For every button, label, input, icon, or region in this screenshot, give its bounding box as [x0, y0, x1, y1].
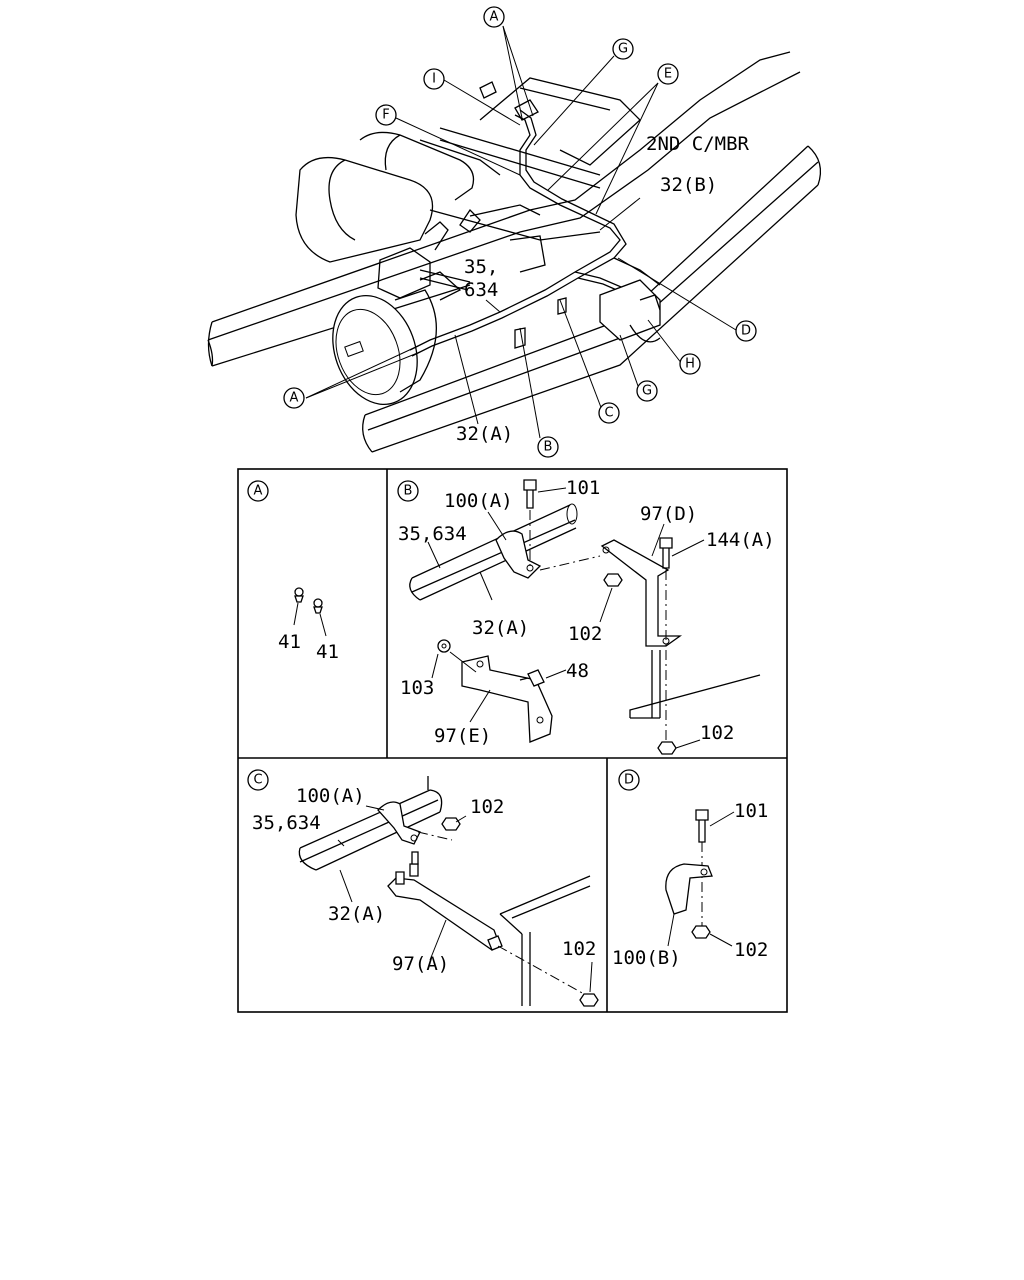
callout-d: D — [735, 320, 757, 342]
detail-c-tag: C — [253, 773, 262, 788]
callout-d-text: D — [741, 324, 751, 339]
label-hose-35: 35, — [464, 256, 498, 278]
callout-e-text: E — [664, 67, 672, 82]
label-nut-102-d: 102 — [734, 939, 768, 961]
brake-chamber — [332, 289, 438, 406]
callout-g-top: G — [612, 38, 634, 60]
label-bolt-101-d: 101 — [734, 800, 768, 822]
callout-i-text: I — [432, 72, 436, 87]
label-hose-35-634-c: 35,634 — [252, 812, 321, 834]
label-bracket-97d: 97(D) — [640, 503, 697, 525]
callout-f-text: F — [382, 108, 389, 123]
detail-d-tag: D — [624, 773, 634, 788]
label-41-right: 41 — [316, 641, 339, 663]
label-clamp-100a-c: 100(A) — [296, 785, 365, 807]
detail-a: A 41 41 — [247, 480, 339, 663]
callout-f: F — [375, 104, 397, 126]
label-nut-102-bottom: 102 — [700, 722, 734, 744]
callout-e: E — [657, 63, 679, 85]
callout-b: B — [537, 436, 559, 458]
callout-g-bottom: G — [636, 380, 658, 402]
label-bolt-144a: 144(A) — [706, 529, 775, 551]
callout-g-top-text: G — [618, 42, 628, 57]
label-washer-103: 103 — [400, 677, 434, 699]
label-hose-634: 634 — [464, 279, 498, 301]
label-2nd-cross-member: 2ND C/MBR — [646, 133, 750, 155]
label-41-left: 41 — [278, 631, 301, 653]
callout-c-text: C — [604, 406, 613, 421]
callout-c: C — [598, 402, 620, 424]
detail-d: D 101 100(B) 102 — [612, 769, 768, 969]
label-pipe-32b: 32(B) — [660, 174, 717, 196]
fuel-tanks — [295, 131, 501, 263]
detail-a-tag: A — [254, 484, 263, 499]
callout-g-bottom-text: G — [642, 384, 652, 399]
callout-a-bottom-text: A — [290, 391, 299, 406]
label-bolt-48: 48 — [566, 660, 589, 682]
label-pipe-32a: 32(A) — [472, 617, 529, 639]
callout-a-top-text: A — [490, 10, 499, 25]
callout-b-text: B — [544, 440, 553, 455]
brackets-main — [479, 81, 567, 349]
detail-b-tag: B — [404, 484, 413, 499]
callout-a-top: A — [483, 6, 505, 28]
clip-41-left — [294, 587, 304, 603]
label-nut-102-c-top: 102 — [470, 796, 504, 818]
label-hose-35-634: 35,634 — [398, 523, 467, 545]
valve-blocks — [377, 221, 546, 301]
label-bracket-97a: 97(A) — [392, 953, 449, 975]
label-pipe-32a: 32(A) — [456, 423, 513, 445]
clip-41-right — [313, 598, 323, 614]
label-nut-102-mid: 102 — [568, 623, 602, 645]
cross-members — [429, 77, 641, 241]
callout-a-bottom: A — [283, 387, 305, 409]
label-bracket-97e: 97(E) — [434, 725, 491, 747]
valve-h — [599, 279, 661, 343]
callout-h: H — [679, 353, 701, 375]
detail-b: B — [397, 477, 775, 755]
label-clip-100b: 100(B) — [612, 947, 681, 969]
detail-c: C 100(A) — [247, 769, 599, 1007]
leader-lines-main — [305, 25, 737, 439]
callout-i: I — [423, 68, 445, 90]
label-clamp-100a: 100(A) — [444, 490, 513, 512]
label-bolt-101: 101 — [566, 477, 600, 499]
label-pipe-32a-c: 32(A) — [328, 903, 385, 925]
label-nut-102-c-bottom: 102 — [562, 938, 596, 960]
main-view: A G I E F D H G — [207, 6, 822, 458]
detail-panel-frame — [237, 468, 788, 1013]
callout-h-text: H — [685, 357, 695, 372]
frame-rail-right — [362, 145, 822, 453]
